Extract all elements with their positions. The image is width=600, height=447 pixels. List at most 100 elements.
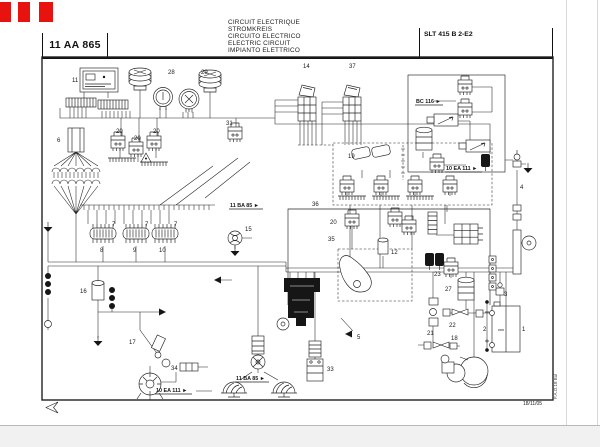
part-number-box: 11 AA 865: [42, 33, 108, 57]
drawing-date: 18/11/05: [523, 401, 543, 407]
component-label: 2: [483, 327, 487, 333]
distributor: [250, 354, 266, 370]
filter-27: [457, 276, 475, 301]
connector: [475, 309, 484, 318]
relay: [442, 175, 458, 196]
relay: [429, 153, 445, 174]
work-lamp: [220, 381, 248, 398]
solenoid: [424, 252, 435, 271]
warning-triangle-icon: [140, 152, 152, 163]
pin-comb: [371, 195, 401, 201]
component-label: 10: [159, 248, 166, 254]
logo-block-3: [39, 2, 53, 22]
pin-comb: [107, 157, 137, 163]
pin-comb: [337, 195, 367, 201]
ground-symbol: [230, 245, 240, 257]
inline-connector-18: [423, 341, 458, 350]
drawing-frame: [41, 56, 554, 401]
connector-strip: [427, 211, 438, 235]
relay: [401, 215, 417, 236]
small-sensor: [44, 320, 52, 328]
component-label: 20: [153, 129, 160, 135]
relay-20: [344, 209, 360, 230]
connector: [442, 308, 451, 317]
fuel-sender-17: [150, 334, 171, 368]
component-label: 20: [134, 136, 141, 142]
instrument-cluster: [79, 67, 119, 93]
indicator-stack: [109, 287, 115, 309]
multilingual-title: CIRCUIT ELECTRIQUE STROMKREIS CIRCUITO E…: [228, 19, 301, 54]
pin-comb: [405, 195, 435, 201]
battery-1: [485, 301, 521, 353]
inline-connector-22: [451, 308, 469, 316]
component-label: 35: [328, 237, 335, 243]
starter-motor: [440, 354, 489, 389]
solenoid: [434, 252, 445, 271]
air-horn: [128, 67, 152, 91]
sensor-4: [512, 150, 522, 168]
page-edge-line: [566, 0, 567, 425]
component-label: 23: [434, 272, 441, 278]
component-label: 22: [449, 323, 456, 329]
component-label: 7: [174, 222, 178, 228]
relay: [457, 75, 473, 96]
component-label: 6: [57, 138, 61, 144]
component-label: 11: [72, 78, 79, 84]
component-label: 11 BA 85 ►: [236, 376, 265, 382]
logo-block-1: [0, 2, 11, 22]
title-es: CIRCUITO ELECTRICO: [228, 33, 301, 40]
ground-symbol: [93, 335, 103, 347]
component-label: 27: [445, 287, 452, 293]
relay-19b: [371, 144, 391, 158]
component-label: 20: [116, 129, 123, 135]
component-label: BC 116 ►: [416, 99, 441, 105]
logo-block-2: [18, 2, 30, 22]
viewer-toolbar: [0, 425, 600, 447]
component-label: 37: [349, 64, 356, 70]
wire-arrow-5: [345, 330, 352, 338]
cable-end: [485, 348, 489, 352]
pin-comb: [139, 161, 169, 167]
right-column-parts: [488, 204, 537, 291]
fan-motor-15: [227, 230, 243, 246]
pedal-35-pivot: [353, 280, 361, 288]
frame-top-line: [42, 57, 553, 59]
wiring-harness-6: [67, 127, 85, 153]
component-label: 5: [357, 335, 361, 341]
rocker-switch-37: [342, 84, 362, 122]
reservoir-16: [91, 280, 105, 301]
gauge-28: [153, 87, 173, 111]
component-label: 14: [303, 64, 310, 70]
title-fr: CIRCUIT ELECTRIQUE: [228, 19, 301, 26]
component-label: 36: [312, 202, 319, 208]
gauge-29: [178, 88, 200, 113]
cable-end: [485, 300, 489, 304]
corner-arrow-icon: [45, 401, 59, 414]
pedal-35: [339, 255, 372, 293]
fuse-block: [453, 223, 484, 245]
ground-symbol: [523, 162, 533, 174]
model-code-box: SLT 415 B 2-E2: [419, 28, 553, 57]
connector-strip: [65, 97, 97, 108]
sensor-3: [495, 282, 505, 296]
title-en: ELECTRIC CIRCUIT: [228, 40, 291, 47]
component-label: 12: [391, 250, 398, 256]
alternator: [136, 372, 164, 400]
component-label: 18: [451, 336, 458, 342]
component-label: 29: [201, 70, 208, 76]
component-label: 28: [168, 70, 175, 76]
component-label: 33: [327, 367, 334, 373]
component-label: 8: [100, 248, 104, 254]
solenoid-valve: [458, 139, 491, 153]
cylinder-12: [377, 237, 389, 255]
connector-strip: [97, 99, 129, 110]
ground-symbol: [43, 221, 53, 233]
relay: [387, 207, 403, 228]
title-de: STROMKREIS: [228, 26, 273, 33]
component-label: 31: [226, 121, 233, 127]
injection-pump: [276, 278, 320, 331]
relay-23: [443, 257, 459, 278]
component-label: 10 EA 111 ►: [446, 166, 478, 172]
part-number: 11 AA 865: [49, 39, 101, 51]
